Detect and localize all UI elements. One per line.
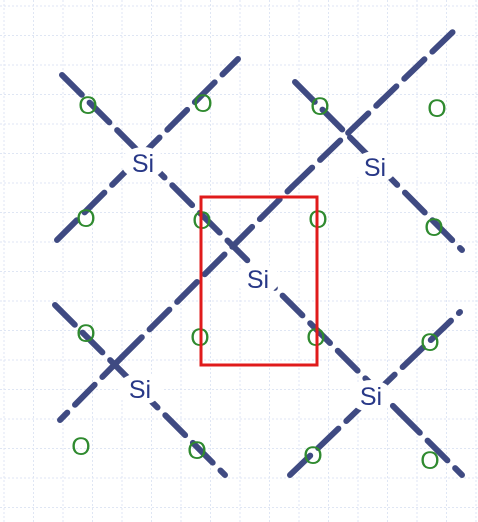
bond-lines <box>52 22 465 478</box>
oxygen-atom: O <box>310 93 329 121</box>
bond-line <box>119 184 295 360</box>
oxygen-atom: O <box>303 442 322 470</box>
si-bottom-left: Si <box>129 376 151 404</box>
bond-line <box>397 410 465 478</box>
label-halo <box>349 380 393 412</box>
oxygen-atom: O <box>420 447 439 475</box>
si-top-left: Si <box>132 150 154 178</box>
oxygen-atom: O <box>424 214 443 242</box>
bond-line <box>289 22 463 190</box>
si-bottom-right: Si <box>360 383 382 411</box>
si-top-right: Si <box>364 154 386 182</box>
oxygen-labels: O O O O O O O O O O O O O O O O <box>71 90 446 475</box>
oxygen-atom: O <box>78 92 97 120</box>
oxygen-atom: O <box>71 433 90 461</box>
label-halo <box>121 147 165 179</box>
oxygen-atom: O <box>76 205 95 233</box>
oxygen-atom: O <box>76 320 95 348</box>
oxygen-atom: O <box>187 437 206 465</box>
si-center: Si <box>247 266 269 294</box>
oxygen-atom: O <box>420 329 439 357</box>
oxygen-atom: O <box>427 95 446 123</box>
label-halo <box>236 263 280 295</box>
highlight-box <box>199 195 319 367</box>
atom-labels: Si Si Si Si Si <box>129 150 386 411</box>
label-halo <box>353 151 397 183</box>
label-halo <box>118 373 162 405</box>
bond-line <box>57 354 125 423</box>
oxygen-atom: O <box>193 90 212 118</box>
